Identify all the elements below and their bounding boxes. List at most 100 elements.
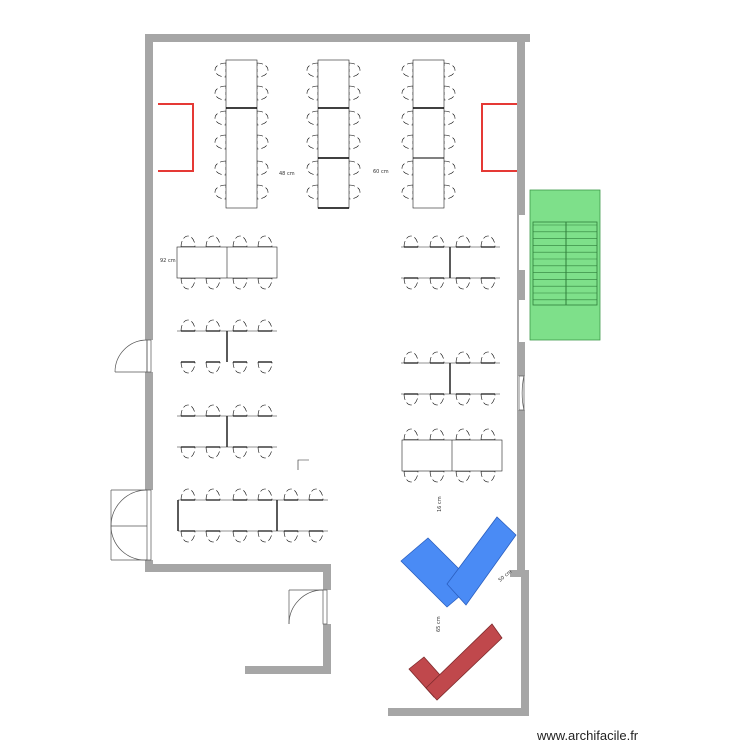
chair bbox=[480, 351, 496, 364]
chair bbox=[232, 488, 248, 501]
chair bbox=[403, 393, 419, 406]
chair bbox=[306, 160, 319, 176]
doors bbox=[110, 339, 525, 625]
door-annex bbox=[288, 589, 328, 625]
chair bbox=[205, 235, 221, 248]
chair bbox=[180, 404, 196, 417]
blue-desk bbox=[400, 516, 517, 608]
wall-annex-bottom bbox=[245, 666, 331, 674]
chair bbox=[180, 235, 196, 248]
red-desk bbox=[408, 623, 503, 701]
dimension-label: 16 cm bbox=[437, 496, 443, 512]
chair bbox=[401, 134, 414, 150]
chair bbox=[401, 85, 414, 101]
dimension-label: 48 cm bbox=[279, 171, 295, 177]
chair bbox=[429, 428, 445, 441]
chair bbox=[257, 530, 273, 543]
chair bbox=[348, 184, 361, 200]
chair bbox=[180, 530, 196, 543]
chair bbox=[348, 85, 361, 101]
wall-bottom-right bbox=[388, 708, 529, 716]
chair bbox=[455, 351, 471, 364]
chair bbox=[256, 110, 269, 126]
chair bbox=[214, 184, 227, 200]
chair bbox=[180, 319, 196, 332]
chair bbox=[455, 470, 471, 483]
chair bbox=[480, 470, 496, 483]
chair bbox=[348, 134, 361, 150]
chair bbox=[257, 277, 273, 290]
chair bbox=[401, 160, 414, 176]
chair bbox=[306, 62, 319, 78]
chair bbox=[348, 62, 361, 78]
chair bbox=[306, 85, 319, 101]
wall-top bbox=[145, 34, 530, 42]
chair bbox=[257, 319, 273, 332]
chair bbox=[306, 134, 319, 150]
chair bbox=[308, 488, 324, 501]
chair bbox=[232, 319, 248, 332]
chair bbox=[205, 404, 221, 417]
chair bbox=[429, 393, 445, 406]
table-top-2 bbox=[317, 59, 350, 209]
chair bbox=[443, 110, 456, 126]
chair bbox=[232, 404, 248, 417]
chair bbox=[256, 85, 269, 101]
chair bbox=[232, 235, 248, 248]
tables bbox=[176, 59, 503, 532]
chair bbox=[205, 530, 221, 543]
chair bbox=[429, 277, 445, 290]
chair bbox=[283, 530, 299, 543]
chair bbox=[480, 277, 496, 290]
chair bbox=[256, 134, 269, 150]
chair bbox=[232, 530, 248, 543]
chair bbox=[401, 62, 414, 78]
window-right-1 bbox=[519, 215, 525, 270]
chair bbox=[214, 62, 227, 78]
staircase bbox=[529, 189, 601, 341]
chair bbox=[214, 134, 227, 150]
chair bbox=[205, 277, 221, 290]
door-left-double bbox=[110, 489, 152, 561]
chair bbox=[256, 184, 269, 200]
dimension-label: 60 cm bbox=[373, 169, 389, 175]
chair bbox=[256, 160, 269, 176]
chair bbox=[480, 235, 496, 248]
dimension-label: 65 cm bbox=[436, 616, 442, 632]
chair bbox=[257, 361, 273, 374]
chair bbox=[443, 62, 456, 78]
chair bbox=[403, 277, 419, 290]
chair bbox=[232, 277, 248, 290]
chair bbox=[232, 361, 248, 374]
chair bbox=[403, 351, 419, 364]
chair bbox=[455, 393, 471, 406]
red-brackets bbox=[158, 103, 517, 172]
chair bbox=[480, 428, 496, 441]
chair bbox=[348, 110, 361, 126]
chair bbox=[443, 134, 456, 150]
desks bbox=[400, 516, 517, 701]
chair bbox=[214, 110, 227, 126]
chair bbox=[443, 160, 456, 176]
chair bbox=[205, 361, 221, 374]
chair bbox=[257, 488, 273, 501]
chair bbox=[257, 235, 273, 248]
chair bbox=[455, 428, 471, 441]
chair bbox=[480, 393, 496, 406]
door-right bbox=[518, 375, 525, 411]
chair bbox=[180, 488, 196, 501]
watermark: www.archifacile.fr bbox=[537, 728, 639, 743]
chair bbox=[256, 62, 269, 78]
wall-stub bbox=[510, 570, 524, 577]
chair bbox=[205, 319, 221, 332]
table-top-1 bbox=[225, 59, 258, 209]
chair bbox=[348, 160, 361, 176]
chair bbox=[401, 110, 414, 126]
chair bbox=[443, 85, 456, 101]
chair bbox=[283, 488, 299, 501]
chair bbox=[214, 160, 227, 176]
chair bbox=[180, 361, 196, 374]
dimension-label: 92 cm bbox=[160, 258, 176, 264]
stairs-inner bbox=[532, 221, 598, 306]
chair bbox=[180, 277, 196, 290]
